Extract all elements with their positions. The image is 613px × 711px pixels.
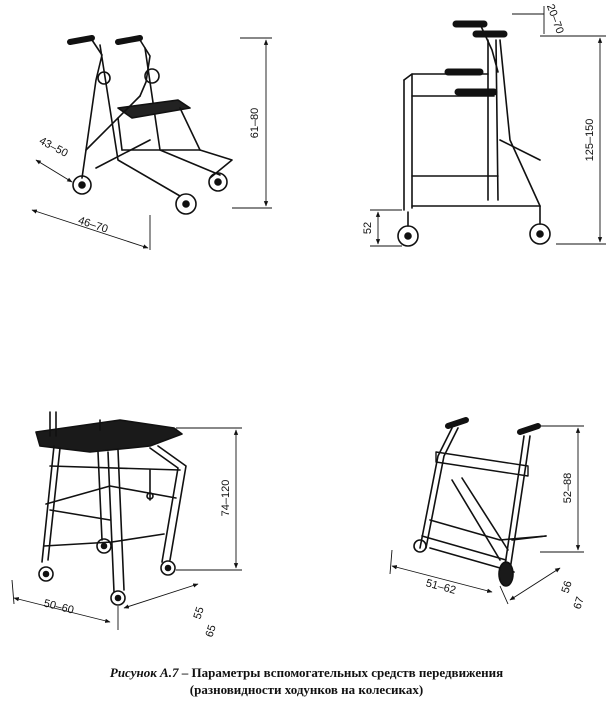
walker-forearm-support [35, 411, 187, 606]
walker1-height-label: 61–80 [249, 108, 261, 139]
walker3-height-label: 74–120 [220, 480, 232, 517]
walker-tall-upright [397, 20, 551, 247]
walker2-dimensions [370, 6, 606, 247]
walker4-depth-label-a: 56 [560, 579, 575, 594]
figure-title: – Параметры вспомогательных средств пере… [178, 665, 504, 680]
figure-caption: Рисунок А.7 – Параметры вспомогательных … [0, 664, 613, 698]
walker-two-wheel-frame [413, 417, 547, 587]
walker2-seat-label: 52 [362, 222, 374, 234]
walker1-dimensions [31, 37, 272, 250]
walker3-width-label: 50–60 [42, 598, 75, 617]
walker4-depth-label-b: 67 [572, 595, 587, 610]
walker1-depth-label: 43–50 [37, 135, 70, 160]
figure-label: Рисунок А.7 [109, 665, 179, 680]
walker3-depth-label-a: 55 [192, 605, 207, 620]
walker2-handle-label: 20–70 [544, 3, 566, 36]
walker4-height-label: 52–88 [562, 473, 574, 504]
figure-subtitle: (разновидности ходунков на колесиках) [189, 682, 424, 697]
walker2-height-label: 125–150 [584, 119, 596, 162]
walker1-width-label: 46–70 [77, 215, 110, 236]
walker4-width-label: 51–62 [424, 577, 457, 597]
walker3-depth-label-b: 65 [204, 623, 219, 638]
walker-rollator-with-seat [67, 35, 233, 215]
walker3-dimensions [11, 427, 242, 630]
walker4-dimensions [389, 425, 584, 605]
